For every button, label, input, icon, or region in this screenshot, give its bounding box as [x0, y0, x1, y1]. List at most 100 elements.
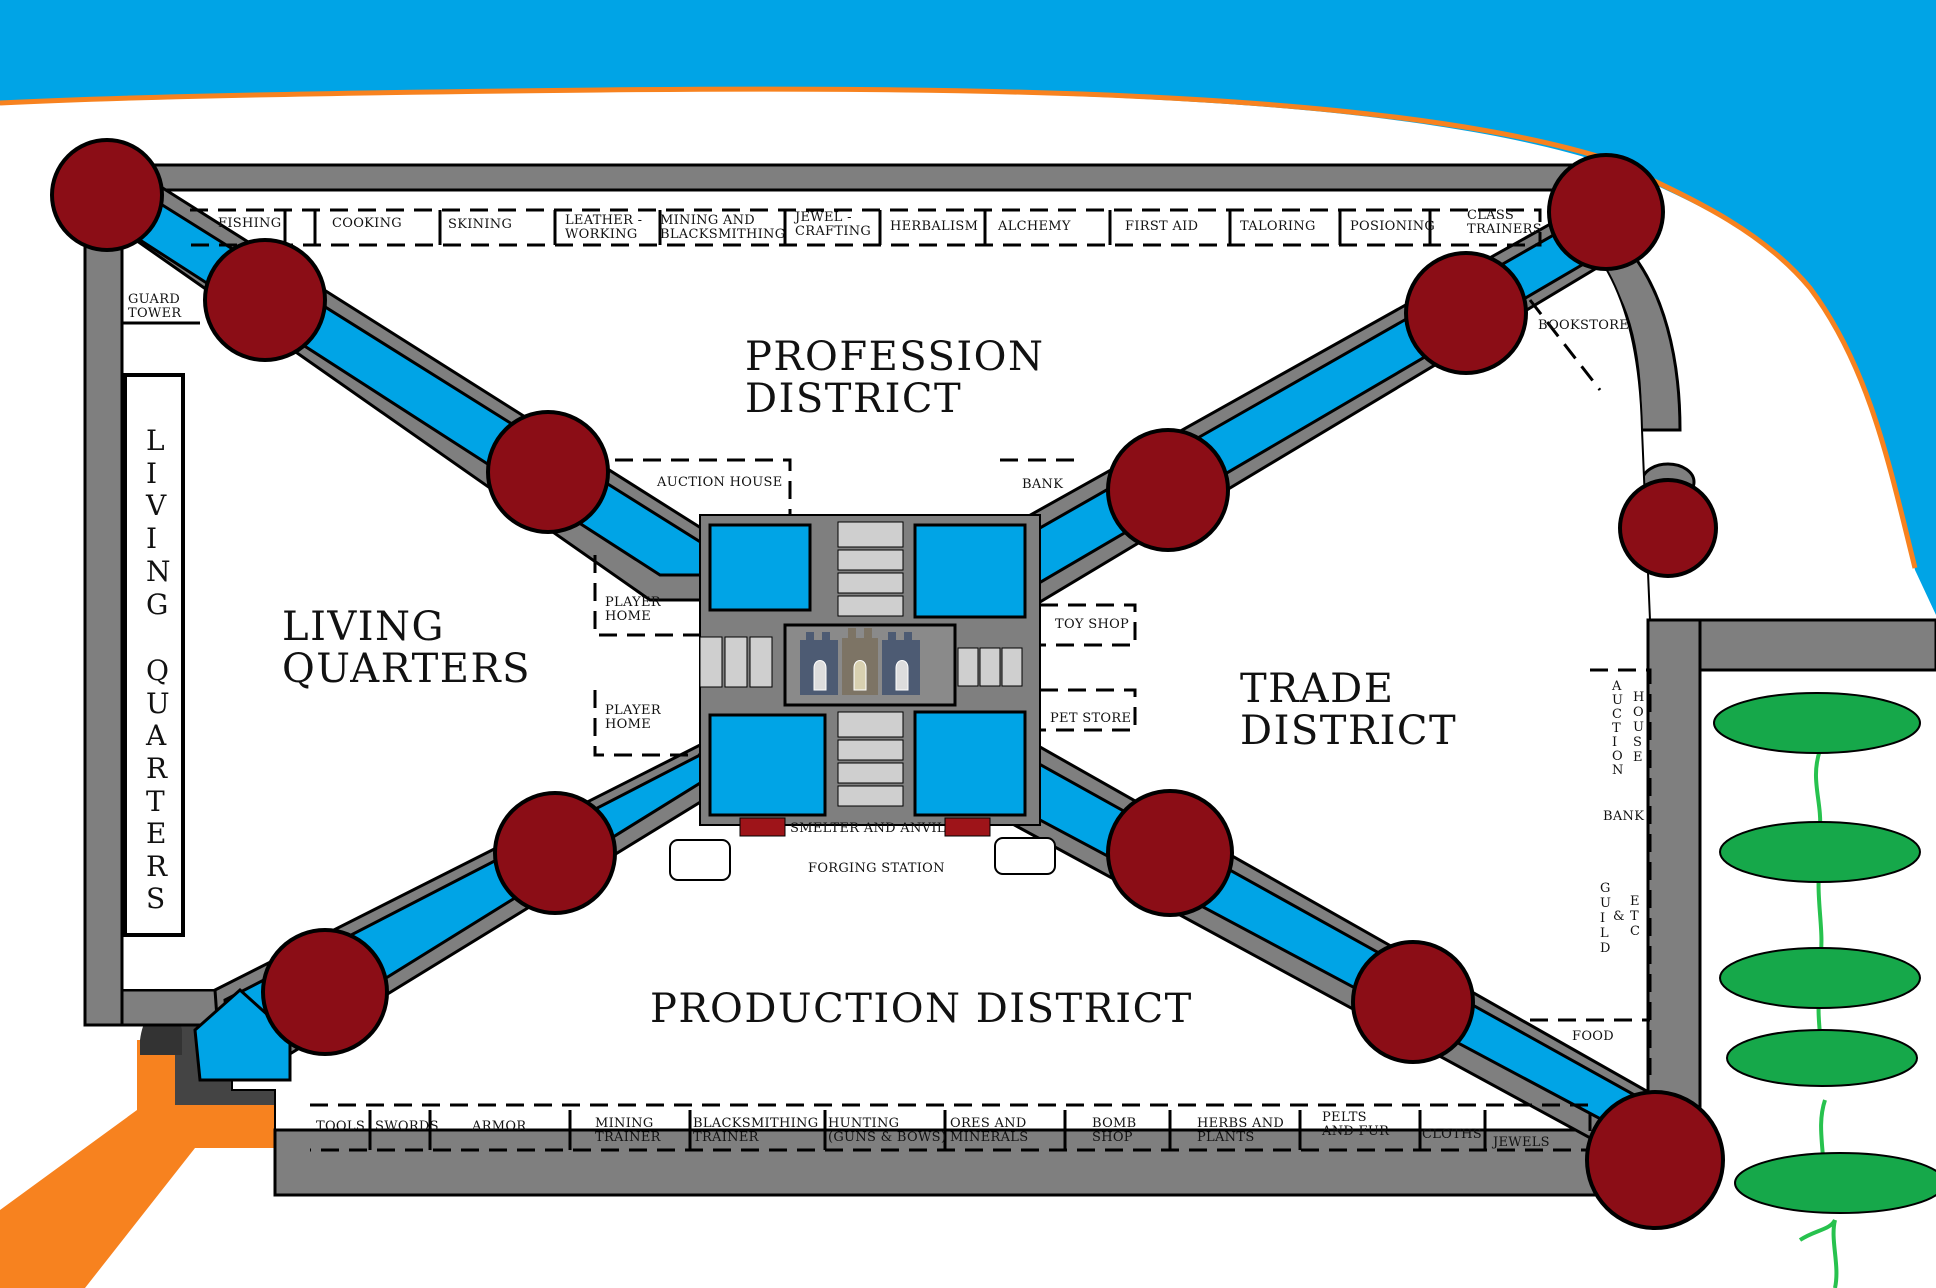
living-quarters-vertical-letter: N	[146, 555, 171, 588]
living-quarters-label: LIVING	[282, 604, 445, 650]
tree	[1713, 692, 1921, 754]
top-shop-label: SKINING	[448, 217, 512, 232]
bottom-shop-label: BOMB	[1092, 1116, 1137, 1131]
trees	[1713, 692, 1936, 1288]
tower-circle	[261, 928, 389, 1056]
trade-district-label: TRADE	[1240, 666, 1394, 712]
top-shop-label: WORKING	[565, 227, 638, 242]
top-shop-label: POSIONING	[1350, 219, 1435, 234]
central-plaza	[669, 514, 1056, 881]
bottom-shop-label: HERBS AND	[1197, 1116, 1284, 1131]
guild-vertical-letter: G	[1600, 881, 1610, 896]
auction-house-vertical-letter: E	[1633, 750, 1643, 765]
building-outlines	[190, 208, 1652, 1152]
top-shop-label: TALORING	[1240, 219, 1316, 234]
auction-house-vertical-letter: S	[1633, 735, 1642, 750]
auction-house-vertical-letter: O	[1633, 705, 1644, 720]
living-quarters-vertical-letter: T	[146, 785, 165, 818]
top-shop-label: JEWEL -	[793, 210, 852, 225]
guild-vertical-letter: D	[1600, 941, 1610, 956]
player-home-label: HOME	[605, 609, 651, 624]
living-quarters-vertical-letter: U	[146, 687, 170, 720]
living-quarters-vertical-letter: V	[145, 489, 167, 522]
auction-house-vertical-letter: U	[1633, 720, 1644, 735]
top-shop-label: TRAINERS	[1467, 222, 1542, 237]
bookstore-label: BOOKSTORE	[1538, 318, 1629, 333]
living-quarters-vertical-letter: E	[146, 817, 166, 850]
bottom-shop-label: ORES AND	[950, 1116, 1027, 1131]
guild-amp-label: &	[1613, 909, 1625, 924]
player-home-label: HOME	[605, 717, 651, 732]
tower-circle	[203, 238, 327, 362]
trade-bank-label: BANK	[1603, 809, 1644, 824]
bottom-shop-label: AND FUR	[1321, 1124, 1390, 1139]
shoreline	[0, 86, 1918, 569]
bottom-shop-label: SWORDS	[375, 1119, 439, 1134]
profession-district-label: DISTRICT	[745, 376, 962, 422]
top-shop-label: BLACKSMITHING	[660, 227, 785, 242]
guild-vertical-letter: I	[1600, 911, 1605, 926]
castle-icon	[800, 628, 920, 695]
towers	[50, 138, 1725, 1230]
profession-district-label: PROFESSION	[745, 334, 1044, 380]
top-shop-label: ALCHEMY	[997, 219, 1071, 234]
top-shop-label: MINING AND	[660, 213, 755, 228]
trade-district-label: DISTRICT	[1240, 708, 1457, 754]
top-shop-label: LEATHER -	[565, 213, 642, 228]
bottom-shop-label: MINERALS	[950, 1130, 1028, 1145]
top-shop-label: FIRST AID	[1125, 219, 1198, 234]
top-shop-label: FISHING	[218, 216, 281, 231]
etc-vertical-letter: E	[1630, 894, 1640, 909]
auction-house-vertical-letter: H	[1633, 690, 1644, 705]
tower-circle	[1547, 153, 1665, 271]
auction-house-vertical-letter: N	[1612, 763, 1623, 778]
top-shop-label: COOKING	[332, 216, 402, 231]
tower-circle	[1585, 1090, 1725, 1230]
living-quarters-building	[123, 373, 185, 937]
tower-circle	[493, 791, 617, 915]
top-shop-label: CRAFTING	[795, 224, 871, 239]
auction-house-vertical-letter: I	[1612, 735, 1617, 750]
bottom-shop-label: PELTS	[1322, 1110, 1367, 1125]
food-label: FOOD	[1572, 1029, 1614, 1044]
tree	[1734, 1152, 1936, 1214]
living-quarters-vertical-letter: R	[146, 752, 168, 785]
top-shop-label: CLASS	[1467, 208, 1514, 223]
guild-vertical-letter: U	[1600, 896, 1611, 911]
tower-circle	[1106, 789, 1234, 917]
living-quarters-vertical-letter: Q	[146, 654, 169, 687]
forging-station-label: FORGING STATION	[808, 861, 945, 876]
bottom-shop-dividers	[368, 1110, 1487, 1150]
top-shop-label: HERBALISM	[890, 219, 978, 234]
bottom-shop-label: BLACKSMITHING	[693, 1116, 818, 1131]
guard-tower-label: GUARD	[128, 292, 180, 307]
tower-circle	[50, 138, 164, 252]
tower-circle	[1404, 251, 1528, 375]
living-quarters-label: QUARTERS	[282, 646, 531, 692]
bottom-shop-label: PLANTS	[1197, 1130, 1255, 1145]
bank-label: BANK	[1022, 477, 1063, 492]
bottom-shop-label: SHOP	[1092, 1130, 1133, 1145]
tower-circle	[1351, 940, 1475, 1064]
living-quarters-vertical-letter: I	[146, 457, 157, 490]
tree	[1726, 1029, 1918, 1087]
top-shop-dividers	[283, 210, 1432, 245]
auction-house-vertical-letter: T	[1612, 721, 1621, 736]
auction-house-vertical-letter: C	[1612, 707, 1622, 722]
living-quarters-vertical-letter: A	[145, 719, 167, 752]
living-quarters-vertical-letter: S	[146, 882, 165, 915]
etc-vertical-letter: C	[1630, 924, 1640, 939]
tower-circle	[1106, 428, 1230, 552]
toy-shop-label: TOY SHOP	[1055, 617, 1129, 632]
production-district-label: PRODUCTION DISTRICT	[650, 986, 1193, 1032]
bottom-shop-label: (GUNS & BOWS)	[828, 1130, 946, 1145]
guild-vertical-letter: L	[1600, 926, 1609, 941]
player-home-label: PLAYER	[605, 595, 662, 610]
auction-house-label: AUCTION HOUSE	[656, 475, 783, 490]
pet-store-label: PET STORE	[1050, 711, 1131, 726]
tree	[1719, 947, 1921, 1009]
bottom-shop-label: TRAINER	[595, 1130, 662, 1145]
bottom-shop-label: JEWELS	[1491, 1135, 1550, 1150]
